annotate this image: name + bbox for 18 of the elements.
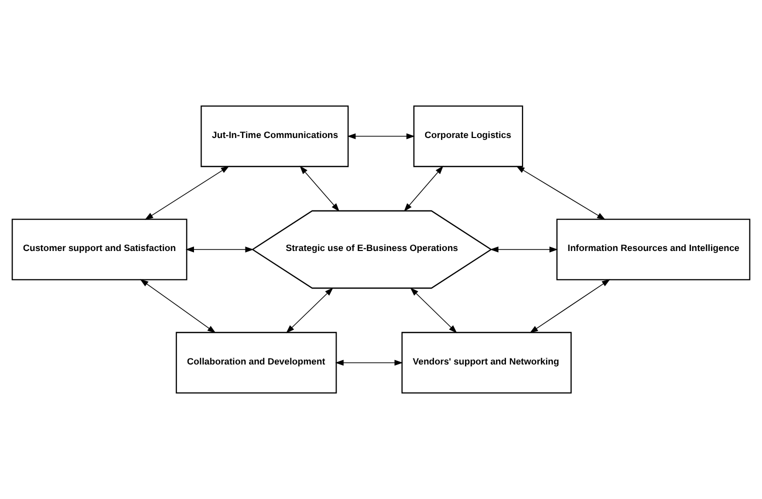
node-box: Information Resources and Intelligence <box>556 218 750 280</box>
node-box: Collaboration and Development <box>176 332 337 394</box>
arrow <box>335 360 403 366</box>
arrow <box>300 166 340 212</box>
arrow <box>490 246 558 252</box>
arrow <box>516 166 606 220</box>
arrow <box>404 166 444 212</box>
arrow <box>286 288 334 334</box>
node-box: Corporate Logistics <box>413 105 524 168</box>
arrow <box>140 279 216 334</box>
node-box: Vendors' support and Networking <box>401 332 572 394</box>
arrow <box>530 279 610 334</box>
node-box: Jut-In-Time Communications <box>200 105 349 168</box>
arrow <box>410 288 458 334</box>
node-box: Customer support and Satisfaction <box>12 218 188 280</box>
arrow <box>347 133 415 140</box>
arrow <box>144 166 230 220</box>
arrow <box>186 246 254 252</box>
